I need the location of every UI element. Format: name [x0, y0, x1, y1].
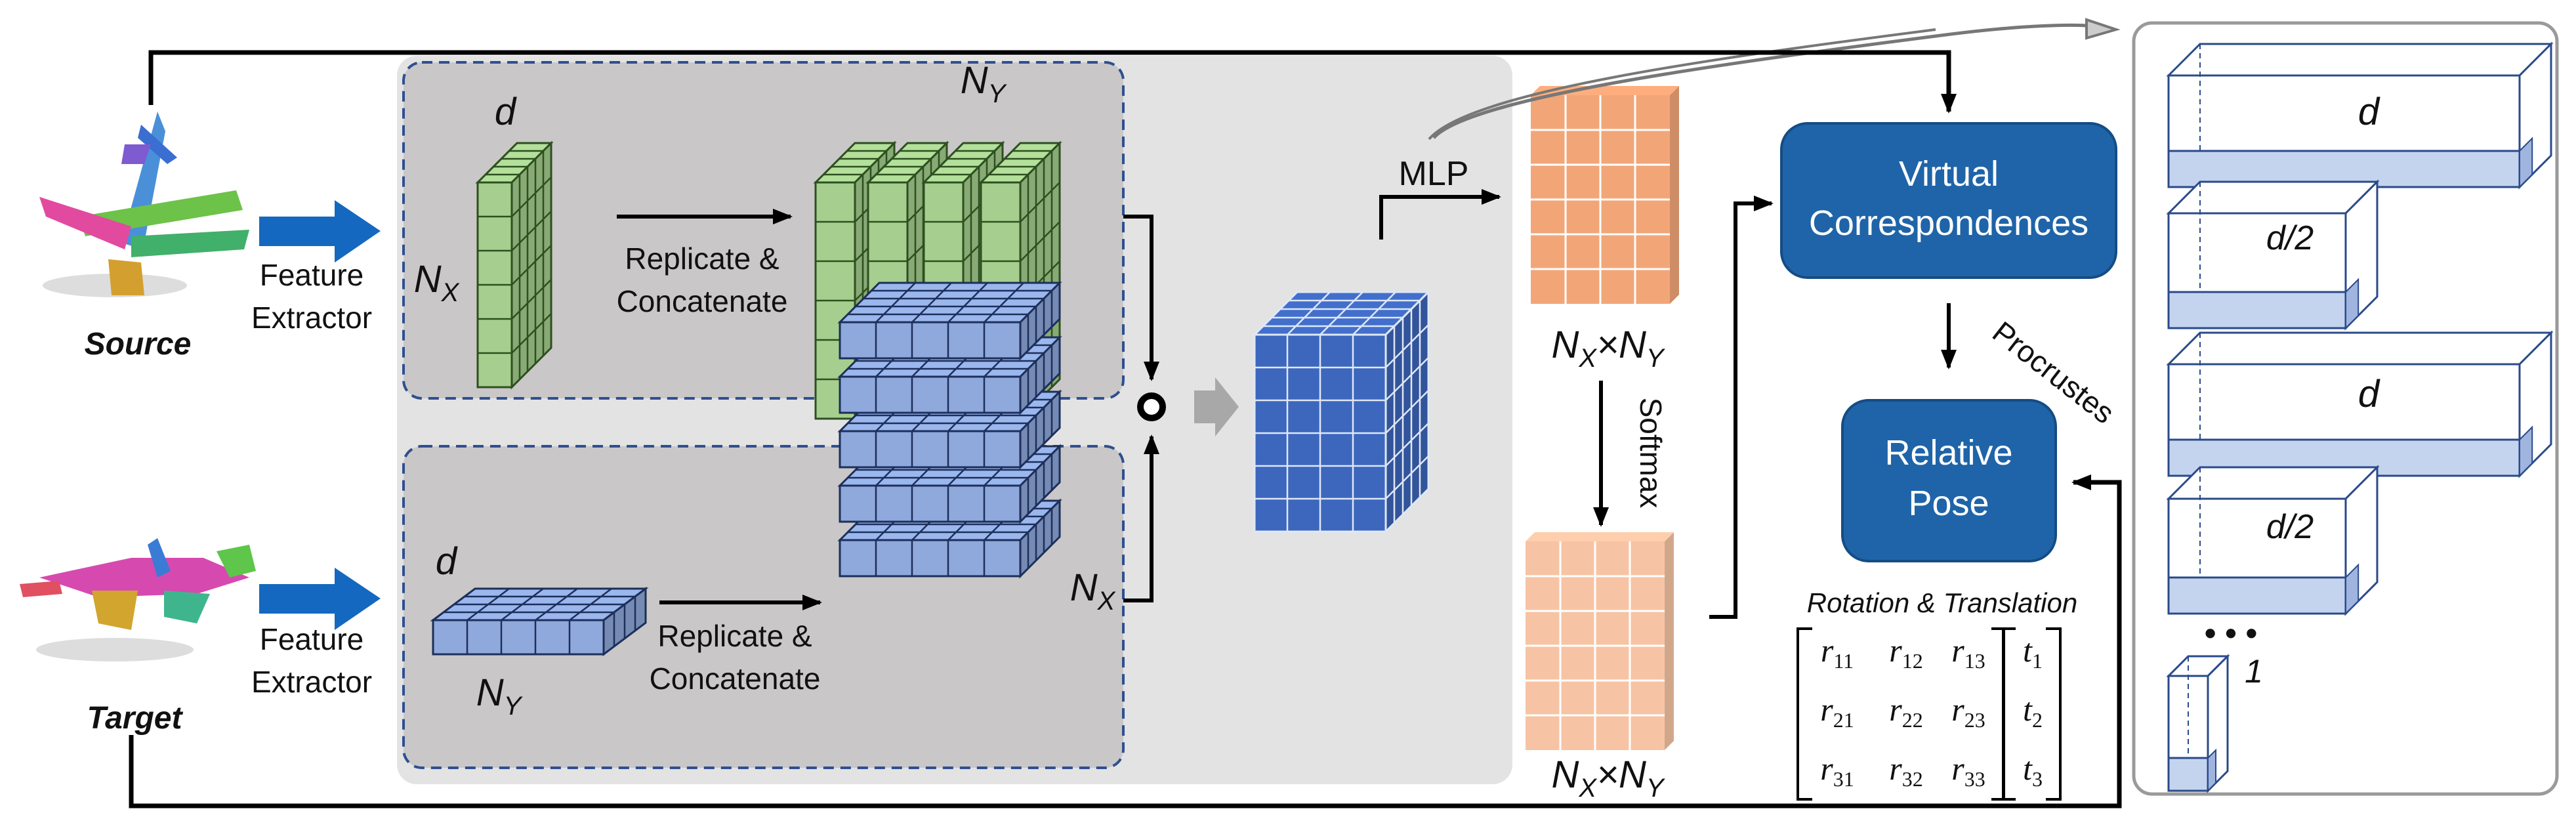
target-ny-label: NY: [476, 671, 524, 721]
prob-to-correspondence-arrow: [1709, 196, 1774, 619]
feature-extractor-label-target-2: Extractor: [251, 665, 372, 699]
source-feature-arrow: [259, 200, 381, 262]
source-ny-label: NY: [961, 59, 1008, 108]
target-to-concat-arrow: [1123, 434, 1159, 602]
relative-pose-label-1: Relative: [1884, 433, 2012, 472]
matrix-bracket-left: [1797, 627, 1812, 801]
target-label: Target: [87, 701, 184, 736]
stack-one-label: 1: [2245, 653, 2263, 690]
feature-extractor-label-source-1: Feature: [260, 258, 364, 292]
mlp-detail-pointer-edge: [1428, 28, 1936, 140]
source-label: Source: [85, 327, 192, 362]
target-d-label: d: [436, 540, 458, 583]
stack-layer-dhalf-1: [2166, 179, 2380, 331]
matrix-cell-t3: t3: [2023, 750, 2043, 791]
stack-layer-1: [2166, 654, 2230, 793]
relative-pose-label-2: Pose: [1908, 484, 1989, 523]
source-feature-block: [475, 140, 554, 390]
stack-layer-dhalf-2: [2166, 465, 2380, 616]
matrix-title: Rotation & Translation: [1807, 587, 2077, 618]
relative-pose-box: [1841, 399, 2057, 562]
stack-dhalf-label-2: d/2: [2266, 508, 2314, 546]
matrix-bracket-mid-right: [2003, 627, 2016, 801]
matrix-cell-r23: r23: [1951, 691, 1985, 732]
source-to-concat-arrow: [1123, 215, 1159, 381]
matrix-cell-r13: r13: [1951, 632, 1985, 673]
probability-matrix-grid: [1526, 532, 1674, 750]
matrix-cell-r12: r12: [1889, 632, 1922, 673]
matrix-bracket-right: [2046, 627, 2062, 801]
stack-dhalf-label-1: d/2: [2266, 219, 2314, 257]
mlp-label: MLP: [1399, 155, 1469, 193]
target-skip-connection: [129, 474, 2122, 808]
hadamard-operator: [1137, 392, 1166, 421]
gray-flow-arrow: [1194, 377, 1239, 436]
replicate-label-target-2: Concatenate: [650, 662, 821, 696]
feature-extractor-label-source-2: Extractor: [251, 301, 372, 335]
matrix-cell-r31: r31: [1820, 750, 1854, 791]
replicate-label-target-1: Replicate &: [657, 619, 812, 653]
matrix-cell-t1: t1: [2023, 632, 2043, 673]
mlp-detail-pointer-head: [2085, 18, 2121, 40]
mlp-arrow: [1379, 189, 1501, 240]
target-nx-label: NX: [1070, 566, 1116, 616]
source-nx-label: NX: [414, 258, 460, 307]
matrix-cell-r32: r32: [1889, 750, 1922, 791]
cube-blocks: [430, 86, 1679, 750]
target-feature-block: [430, 587, 649, 656]
stack-ellipsis: • • •: [2205, 615, 2257, 652]
prob-grid-label: NX×NY: [1551, 753, 1665, 803]
matrix-cell-r33: r33: [1951, 750, 1985, 791]
pose-matrix: r11 r12 r13 t1 r21 r22 r23 t2 r31 r32 r33 t3: [1797, 627, 2062, 801]
matrix-cell-r11: r11: [1821, 632, 1854, 673]
target-feature-arrow: [259, 568, 381, 630]
stack-d-label-1: d: [2358, 91, 2380, 133]
matrix-bracket-mid-left: [1991, 627, 2005, 801]
softmax-label: Softmax: [1634, 398, 1668, 509]
feature-extractor-label-target-1: Feature: [260, 622, 364, 656]
target-airplane-pointcloud: [20, 538, 256, 662]
stack-d-label-2: d: [2358, 373, 2380, 415]
concatenated-feature-cube: [1252, 289, 1431, 534]
stack-layer-d-2: [2166, 330, 2554, 478]
source-d-label: d: [495, 91, 517, 133]
source-skip-connection: [148, 50, 1957, 114]
target-replicated-slab-5: [837, 280, 1062, 361]
replicate-label-source-2: Concatenate: [617, 284, 788, 318]
score-grid-label: NX×NY: [1551, 324, 1665, 373]
stack-layer-d-1: [2166, 41, 2554, 190]
replicate-label-source-1: Replicate &: [625, 242, 779, 276]
virtual-correspondences-label-2: Correspondences: [1809, 203, 2088, 243]
matrix-cell-r22: r22: [1889, 691, 1922, 732]
matrix-cell-t2: t2: [2023, 691, 2043, 732]
virtual-correspondences-label-1: Virtual: [1899, 154, 1999, 194]
score-matrix-grid: [1531, 86, 1679, 304]
source-airplane-pointcloud: [39, 112, 249, 297]
virtual-correspondences-box: [1780, 122, 2117, 279]
matrix-cell-r21: r21: [1820, 691, 1854, 732]
feature-dimension-stack: [2166, 41, 2554, 793]
